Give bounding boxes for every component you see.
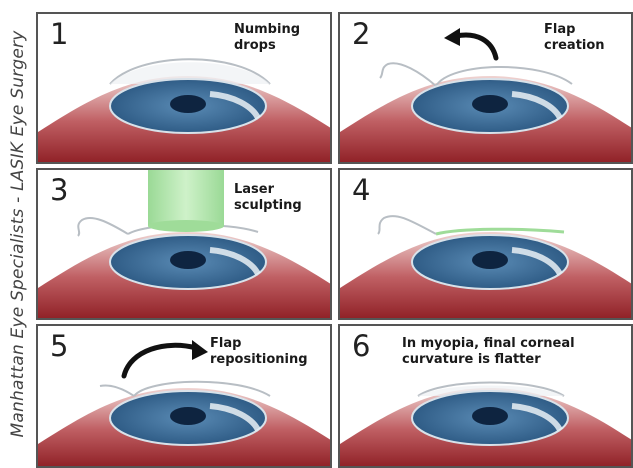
panel-step-2: 2 Flap creation — [338, 12, 633, 164]
step-label: Flap creation — [544, 22, 605, 54]
step-number: 4 — [352, 176, 370, 205]
panel-step-3: 3 Laser sculpting — [36, 168, 332, 320]
step-label: Flap repositioning — [210, 336, 308, 368]
step-number: 1 — [50, 20, 68, 49]
step-number: 3 — [50, 176, 68, 205]
arrow-head-icon — [444, 28, 460, 46]
panel-step-5: 5 Flap repositioning — [36, 324, 332, 468]
step-label: In myopia, final corneal curvature is fl… — [402, 336, 575, 368]
arrow-icon — [124, 345, 196, 376]
step-number: 6 — [352, 332, 370, 361]
laser-beam — [148, 170, 224, 226]
arrow-head-icon — [192, 340, 208, 360]
step-number: 5 — [50, 332, 68, 361]
step-label: Numbing drops — [234, 22, 300, 54]
step-label: Laser sculpting — [234, 182, 302, 214]
panel-step-4: 4 — [338, 168, 633, 320]
eye-illustration — [340, 170, 633, 320]
step-number: 2 — [352, 20, 370, 49]
panel-step-1: 1 Numbing drops — [36, 12, 332, 164]
side-caption: Manhattan Eye Specialists - LASIK Eye Su… — [8, 31, 28, 438]
panel-step-6: 6 In myopia, final corneal curvature is … — [338, 324, 633, 468]
arrow-icon — [456, 35, 496, 58]
